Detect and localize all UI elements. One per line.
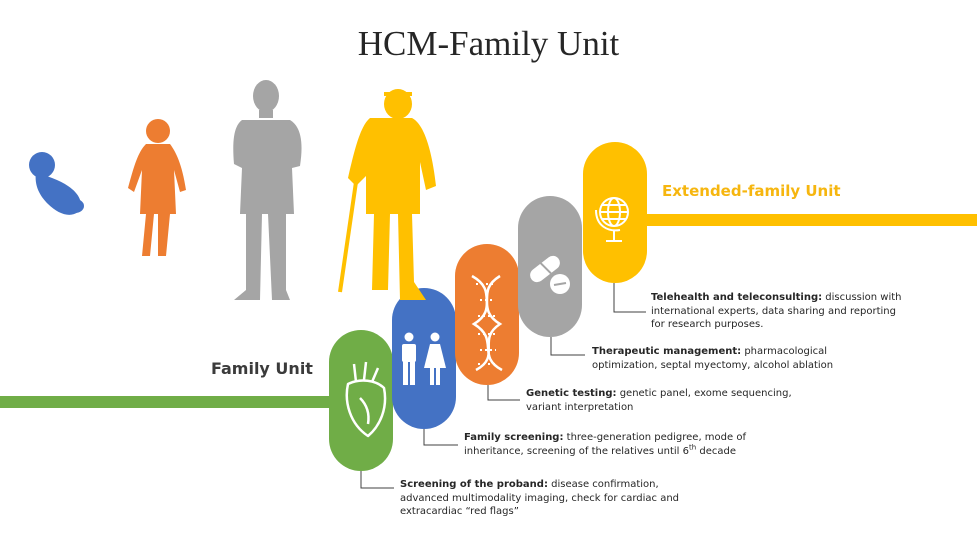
globe-icon: [595, 197, 629, 242]
connector-lines: [360, 283, 646, 489]
fetus-icon: [29, 152, 84, 215]
step-heading: Telehealth and teleconsulting:: [651, 292, 823, 303]
child-icon: [128, 119, 186, 256]
step-telehealth: Telehealth and teleconsulting: discussio…: [651, 291, 911, 332]
family-unit-label: Family Unit: [211, 359, 313, 378]
pill-family-screening: [392, 288, 456, 429]
connector-5: [613, 283, 646, 313]
step-text: pharmacological optimization, septal mye…: [592, 346, 834, 371]
step-text: three-generation pedigree, mode of inher…: [464, 432, 746, 457]
heart-icon: [345, 361, 387, 438]
step-genetic-testing: Genetic testing: genetic panel, exome se…: [526, 387, 816, 414]
connector-1: [360, 471, 394, 489]
step-heading: Family screening:: [464, 432, 564, 443]
step-text: disease confirmation, advanced multimoda…: [400, 479, 680, 517]
connector-2: [423, 429, 458, 446]
connector-4: [550, 337, 585, 356]
connector-3: [487, 385, 520, 401]
step-family-screening: Family screening: three-generation pedig…: [464, 431, 764, 458]
extended-unit-bar: [615, 214, 977, 226]
adult-man-icon: [233, 80, 302, 300]
elderly-man-with-cane-icon: [338, 89, 436, 300]
family-icon: [402, 332, 446, 385]
pills-icon: [530, 255, 570, 294]
step-heading: Therapeutic management:: [592, 346, 742, 357]
extended-family-unit-label: Extended-family Unit: [662, 182, 841, 200]
family-unit-bar: [0, 396, 345, 408]
step-heading: Genetic testing:: [526, 388, 617, 399]
step-therapeutic-management: Therapeutic management: pharmacological …: [592, 345, 857, 372]
step-text: discussion with international experts, d…: [651, 292, 902, 330]
step-heading: Screening of the proband:: [400, 479, 548, 490]
step-text-superscript: th: [689, 443, 697, 452]
pill-genetic-testing: [455, 244, 519, 385]
diagram-title: HCM-Family Unit: [357, 24, 620, 63]
step-text-after: decade: [696, 445, 736, 457]
step-screening-proband: Screening of the proband: disease confir…: [400, 478, 690, 519]
step-text: genetic panel, exome sequencing, variant…: [526, 388, 792, 413]
dna-icon: [471, 274, 503, 372]
